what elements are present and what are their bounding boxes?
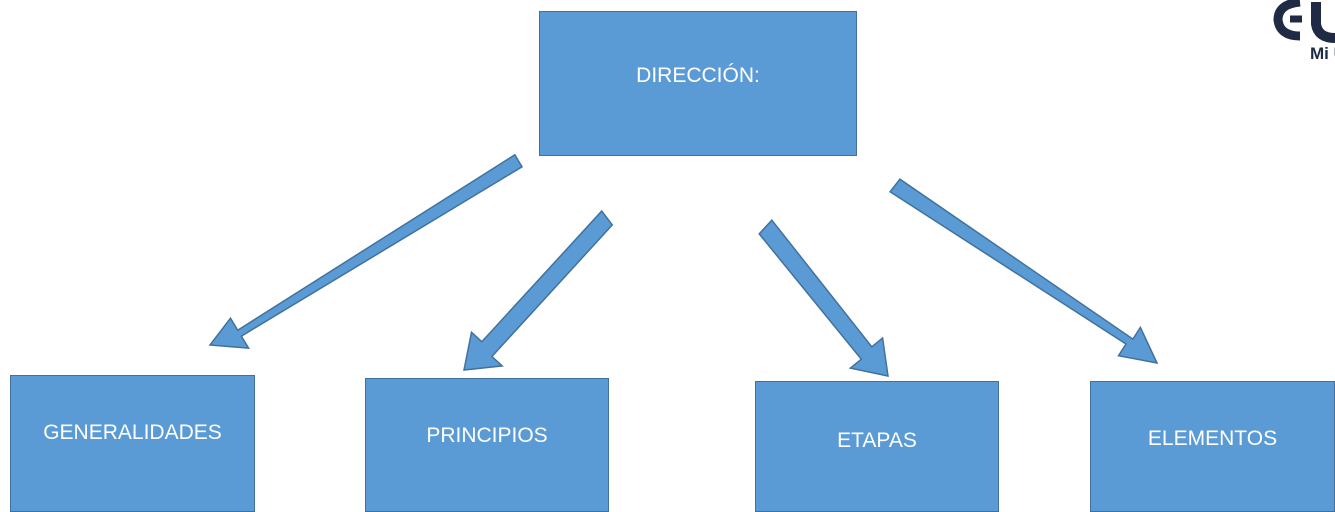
logo-text: Mi U — [1310, 44, 1335, 63]
node-generalidades: GENERALIDADES — [10, 375, 255, 512]
root-node-label: DIRECCIÓN: — [636, 64, 760, 87]
node-label: PRINCIPIOS — [426, 424, 548, 447]
logo-mark-icon — [1273, 0, 1335, 43]
node-etapas: ETAPAS — [755, 381, 999, 512]
node-principios: PRINCIPIOS — [365, 378, 609, 512]
arrow-to-elementos — [889, 178, 1159, 365]
arrow-to-principios — [463, 209, 614, 371]
node-label: GENERALIDADES — [43, 421, 222, 444]
node-label: ELEMENTOS — [1147, 427, 1278, 450]
node-label: ETAPAS — [837, 429, 917, 452]
node-elementos: ELEMENTOS — [1090, 381, 1335, 512]
university-logo: Mi U — [1240, 0, 1335, 70]
arrow-to-generalidades — [208, 153, 524, 349]
arrow-to-etapas — [758, 218, 889, 377]
root-node-box: DIRECCIÓN: — [539, 11, 857, 156]
